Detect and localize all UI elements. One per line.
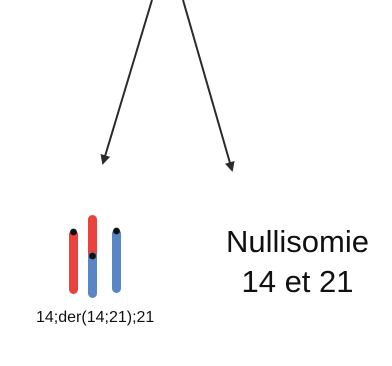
arrow-left	[100, 0, 153, 165]
nullisomy-label: Nullisomie 14 et 21	[205, 222, 390, 302]
chromosome-14	[69, 230, 78, 294]
der-14-21-upper	[88, 215, 97, 259]
centromere-der	[89, 252, 96, 260]
nullisomy-label-line1: Nullisomie	[226, 224, 369, 259]
karyotype-label: 14;der(14;21);21	[36, 309, 155, 326]
chromosome-21	[112, 229, 121, 293]
der-14-21-lower	[88, 252, 97, 298]
nullisomy-label-line2: 14 et 21	[241, 264, 354, 299]
chromosome-group	[69, 215, 121, 298]
centromere-21	[113, 227, 120, 235]
arrow-right	[182, 0, 235, 172]
centromere-14	[70, 228, 77, 236]
